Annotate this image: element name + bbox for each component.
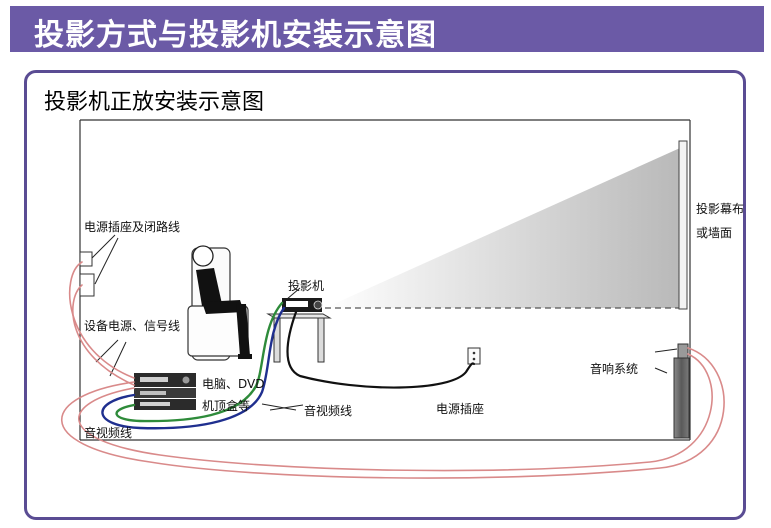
green-cable — [115, 301, 284, 423]
label-wall-outlet: 电源插座 — [436, 402, 485, 416]
label-pc-dvd: 电脑、DVD — [202, 377, 265, 391]
label-av-cable-center: 音视频线 — [304, 404, 353, 418]
red-cable-loop-inner — [78, 353, 713, 472]
label-av-cable-left: 音视频线 — [84, 426, 133, 440]
panel-title: 投影机正放安装示意图 — [44, 90, 265, 115]
floor-power-outlet — [467, 347, 481, 365]
label-screen-line2: 或墙面 — [696, 226, 733, 240]
projection-screen — [678, 140, 688, 310]
black-power-cable — [286, 310, 476, 389]
av-equipment-stack — [134, 373, 196, 410]
label-screen-line1: 投影幕布 — [696, 202, 745, 216]
viewer-on-chair — [187, 245, 252, 361]
speaker-cabinet — [673, 343, 690, 439]
page-title: 投影方式与投影机安装示意图 — [34, 18, 437, 53]
projector-unit — [282, 298, 323, 312]
wall-socket-lower — [79, 273, 95, 297]
wall-socket-upper — [79, 251, 93, 267]
label-set-top-box: 机顶盒等 — [202, 399, 251, 413]
red-cable-loop-outer — [61, 347, 725, 479]
red-cable-lower — [72, 284, 135, 386]
cables — [61, 261, 725, 479]
label-projector: 投影机 — [288, 279, 325, 293]
label-device-power-signal: 设备电源、信号线 — [84, 319, 181, 333]
blue-cable — [101, 306, 286, 430]
label-power-and-loop: 电源插座及闭路线 — [84, 220, 181, 234]
projection-beam — [325, 148, 680, 308]
label-speaker-system: 音响系统 — [590, 362, 639, 376]
header-banner: 投影方式与投影机安装示意图 — [10, 6, 764, 53]
